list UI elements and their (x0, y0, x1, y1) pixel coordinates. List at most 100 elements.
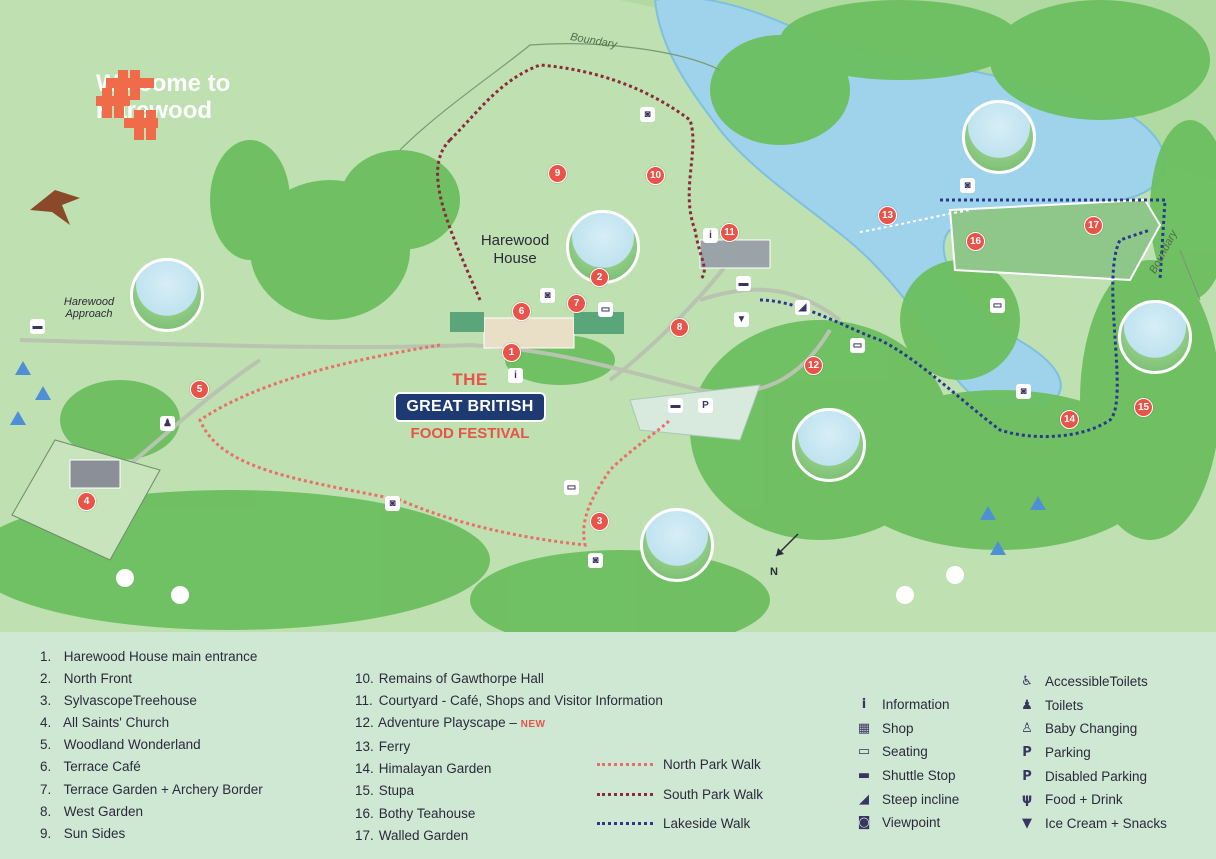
shop-icon: ▦ (857, 720, 871, 736)
list-item: 8. West Garden (40, 803, 144, 819)
list-item: 17. Walled Garden (355, 827, 469, 843)
shuttle-icon: ▬ (668, 398, 683, 413)
marker-9[interactable]: 9 (548, 164, 567, 183)
camera-icon: ◙ (857, 815, 871, 831)
camera-icon: ◙ (385, 496, 400, 511)
facilities-key-right: ♿AccessibleToilets ♟Toilets ♙Baby Changi… (1019, 670, 1167, 835)
harewood-house-label: Harewood House (480, 232, 550, 267)
bothy-vignette (962, 100, 1036, 174)
festival-badge: THE GREAT BRITISH FOOD FESTIVAL (385, 370, 555, 450)
parking-icon: P (1022, 745, 1032, 761)
marker-5[interactable]: 5 (190, 380, 209, 399)
ice-cream-icon: ▼ (734, 312, 749, 327)
marker-1[interactable]: 1 (502, 343, 521, 362)
seating-icon: ▭ (990, 298, 1005, 313)
brand-header: Welcome to Harewood (96, 70, 286, 140)
list-item: 14. Himalayan Garden (355, 761, 492, 777)
stupa-vignette (1118, 300, 1192, 374)
list-item: 12. Adventure Playscape – NEW (355, 715, 546, 731)
list-item: 11. Courtyard - Café, Shops and Visitor … (355, 693, 663, 709)
marker-7[interactable]: 7 (567, 294, 586, 313)
list-item: 9. Sun Sides (40, 825, 126, 841)
list-item: 5. Woodland Wonderland (40, 737, 201, 753)
walk-south-park: South Park Walk (597, 780, 763, 810)
marker-13[interactable]: 13 (878, 206, 897, 225)
list-item: 16. Bothy Teahouse (355, 805, 476, 821)
seating-icon: ▭ (850, 338, 865, 353)
ice-cream-icon: ▼ (1022, 815, 1032, 831)
walk-north-park: North Park Walk (597, 750, 763, 780)
accessible-icon: ♿ (1021, 674, 1033, 690)
camera-icon: ◙ (1016, 384, 1031, 399)
marker-4[interactable]: 4 (77, 492, 96, 511)
key-baby: ♙Baby Changing (1019, 717, 1167, 741)
list-item: 13. Ferry (355, 739, 411, 755)
festival-line3: FOOD FESTIVAL (410, 425, 530, 442)
key-incline: ◢Steep incline (856, 787, 959, 811)
food-icon: ψ (1021, 792, 1033, 808)
toilets-icon: ♟ (1021, 697, 1033, 713)
seating-icon: ▭ (598, 302, 613, 317)
park-map: Welcome to Harewood Harewood House Harew… (0, 0, 1216, 632)
list-item: 4. All Saints' Church (40, 715, 170, 731)
playscape-vignette (792, 408, 866, 482)
key-shuttle: ▬Shuttle Stop (857, 768, 956, 784)
key-seating: ▭Seating (857, 744, 928, 760)
key-viewpoint: ◙Viewpoint (857, 815, 941, 831)
camera-icon: ◙ (588, 553, 603, 568)
incline-icon: ◢ (795, 300, 810, 315)
key-shop: ▦Shop (857, 720, 914, 736)
kite-bird (30, 190, 80, 225)
marker-8[interactable]: 8 (670, 318, 689, 337)
marker-6[interactable]: 6 (512, 302, 531, 321)
key-accessible: ♿AccessibleToilets (1019, 670, 1167, 694)
list-item: 6. Terrace Café (40, 759, 141, 775)
festival-line1: THE (452, 370, 488, 389)
marker-11[interactable]: 11 (720, 223, 739, 242)
woodland-wonderland-vignette (130, 258, 204, 332)
marker-12[interactable]: 12 (804, 356, 823, 375)
festival-line2: GREAT BRITISH (394, 392, 546, 422)
map-legend: 1. Harewood House main entrance 2. North… (0, 632, 1216, 859)
camera-icon: ◙ (640, 107, 655, 122)
list-item: 10. Remains of Gawthorpe Hall (355, 671, 544, 686)
incline-icon: ◢ (859, 791, 869, 807)
camera-icon: ◙ (960, 178, 975, 193)
marker-3[interactable]: 3 (590, 512, 609, 531)
treehouse-vignette (640, 508, 714, 582)
marker-16[interactable]: 16 (966, 232, 985, 251)
marker-2[interactable]: 2 (590, 268, 609, 287)
new-badge: NEW (520, 719, 546, 731)
info-icon: i (703, 228, 718, 243)
marker-15[interactable]: 15 (1134, 398, 1153, 417)
key-toilets: ♟Toilets (1019, 694, 1167, 718)
shuttle-icon: ▬ (736, 276, 751, 291)
north-park-walk-path (198, 343, 672, 547)
baby-icon: ♙ (1021, 721, 1033, 737)
shuttle-icon: ▬ (30, 319, 45, 334)
camera-icon: ◙ (540, 288, 555, 303)
list-item: 15. Stupa (355, 783, 415, 799)
info-icon: i (508, 368, 523, 383)
places-list-2: 10. Remains of Gawthorpe Hall 11. Courty… (355, 668, 663, 847)
list-item: 1. Harewood House main entrance (40, 649, 258, 664)
walks-key: North Park Walk South Park Walk Lakeside… (597, 750, 763, 839)
places-list-1: 1. Harewood House main entrance 2. North… (40, 646, 263, 845)
shuttle-icon: ▬ (857, 768, 871, 784)
harewood-logo-icon (96, 70, 158, 140)
seating-icon: ▭ (564, 480, 579, 495)
approach-label: Harewood Approach (63, 296, 115, 320)
walk-lakeside: Lakeside Walk (597, 809, 763, 839)
list-item: 7. Terrace Garden + Archery Border (40, 781, 263, 797)
disabled-parking-icon: P (1022, 768, 1032, 784)
marker-14[interactable]: 14 (1060, 410, 1079, 429)
seating-icon: ▭ (857, 744, 871, 760)
marker-10[interactable]: 10 (646, 166, 665, 185)
info-icon: i (861, 697, 867, 713)
lakeside-walk-path (759, 228, 1151, 438)
marker-17[interactable]: 17 (1084, 216, 1103, 235)
